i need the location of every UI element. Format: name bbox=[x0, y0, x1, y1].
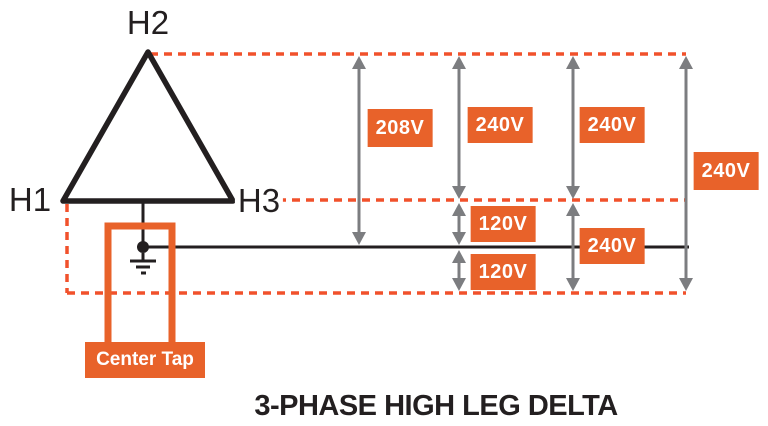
terminal-label-h2: H2 bbox=[126, 4, 170, 41]
voltage-badge-240v-mid: 240V bbox=[579, 228, 645, 264]
terminal-label-h3: H3 bbox=[234, 184, 284, 217]
arrow-h2-to-h3-b bbox=[566, 56, 580, 199]
delta-triangle bbox=[60, 49, 236, 204]
voltage-badge-120v-lower: 120V bbox=[470, 254, 536, 290]
diagram-title: 3-PHASE HIGH LEG DELTA bbox=[254, 390, 618, 422]
arrow-h2-to-neutral bbox=[352, 56, 366, 245]
arrow-h3-to-h1 bbox=[566, 203, 580, 291]
terminal-label-h1: H1 bbox=[8, 181, 52, 218]
arrow-h3-to-neutral bbox=[452, 203, 466, 245]
voltage-badge-240v-top-right: 240V bbox=[579, 107, 645, 143]
arrow-h2-to-h1-full bbox=[679, 56, 693, 291]
voltage-arrows bbox=[352, 56, 693, 291]
voltage-badge-120v-upper: 120V bbox=[470, 206, 536, 242]
voltage-badge-208v: 208V bbox=[367, 109, 433, 147]
voltage-badge-240v-far-right: 240V bbox=[693, 152, 759, 190]
center-tap-node bbox=[137, 241, 149, 253]
arrow-h2-to-h3 bbox=[452, 56, 466, 199]
voltage-badge-240v-top-left: 240V bbox=[467, 107, 533, 143]
ground-icon bbox=[130, 253, 156, 275]
center-tap-label: Center Tap bbox=[85, 342, 205, 378]
arrow-neutral-to-h1 bbox=[452, 250, 466, 291]
